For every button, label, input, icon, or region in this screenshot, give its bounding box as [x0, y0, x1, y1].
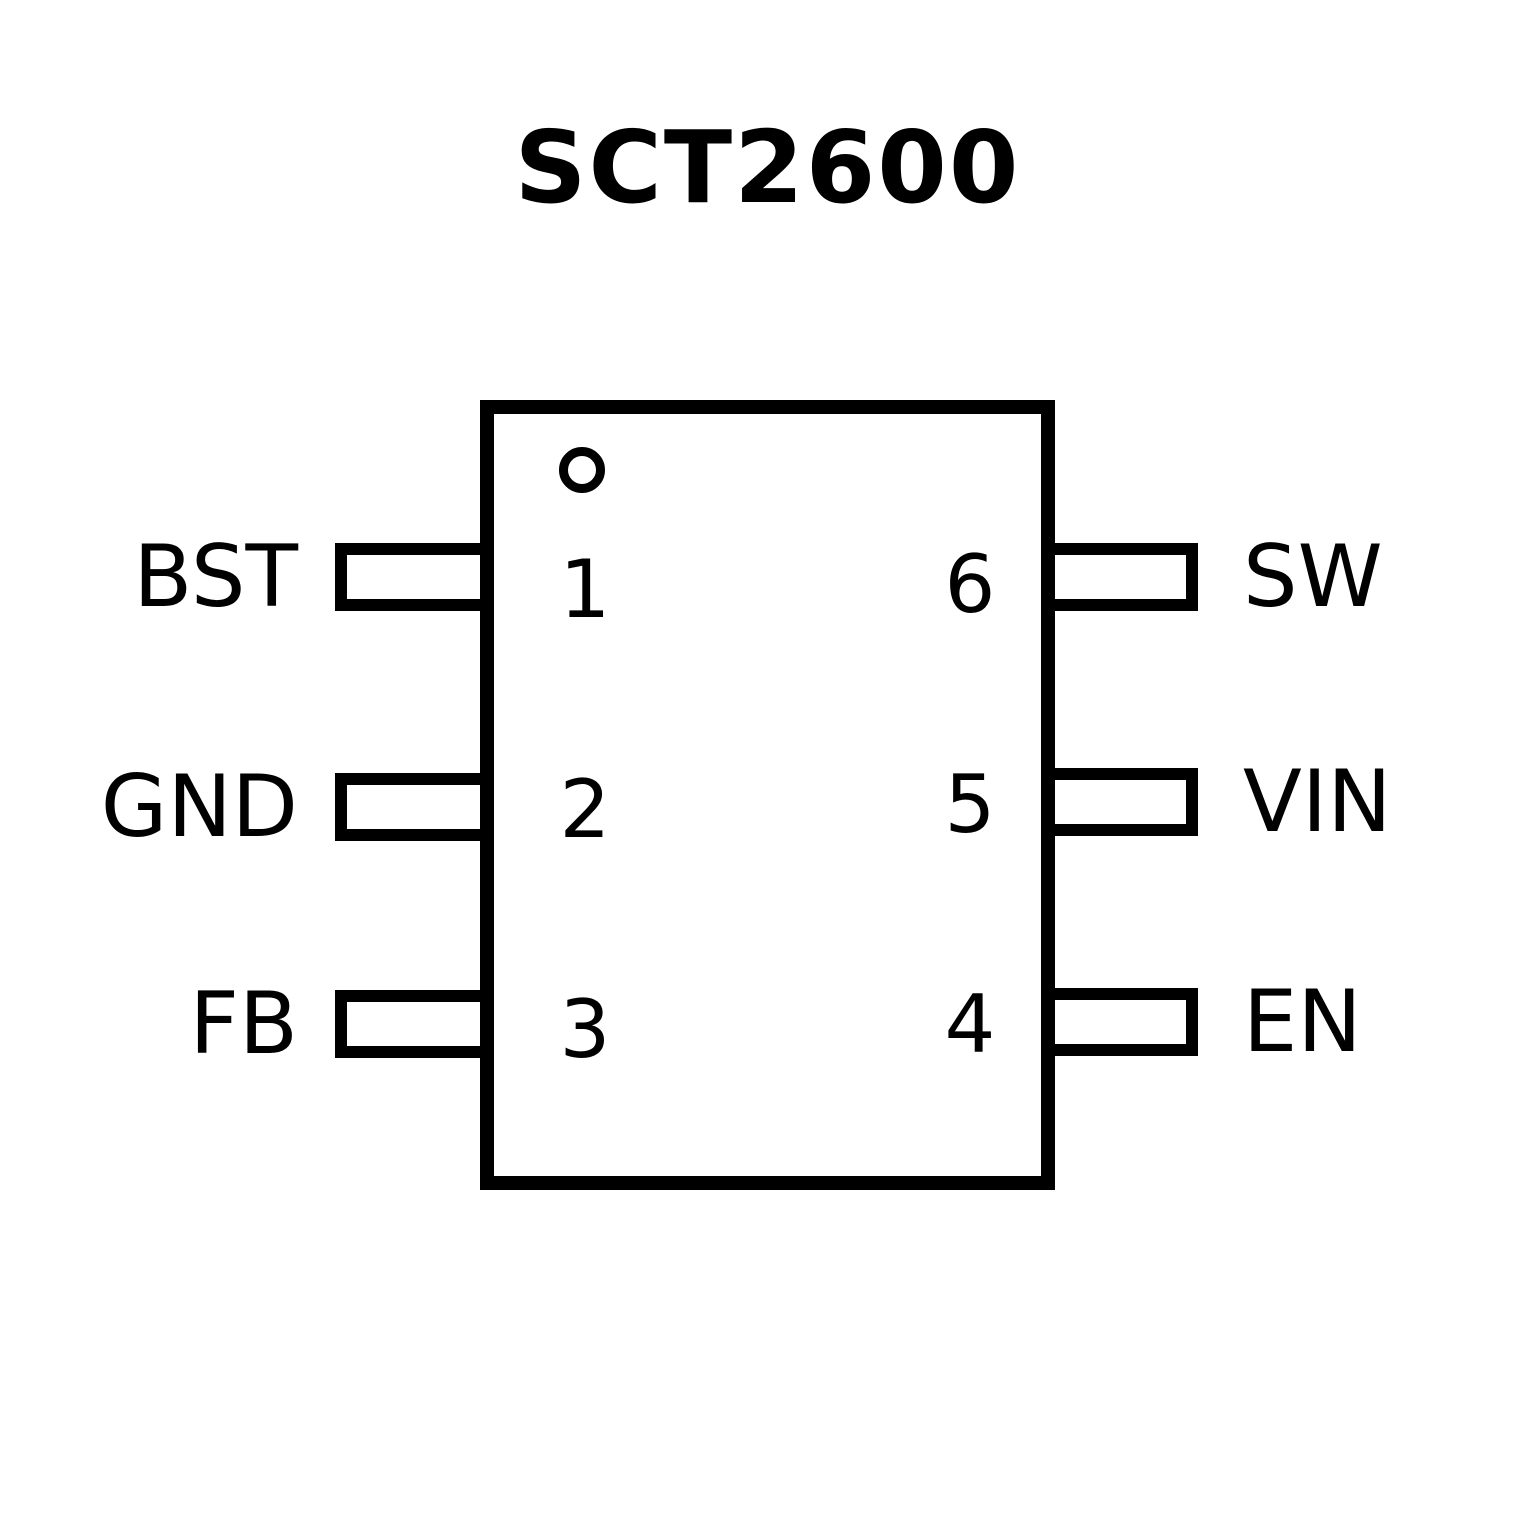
pin-number-6: 6 — [944, 538, 996, 631]
pin-label-en: EN — [1243, 972, 1362, 1072]
pin-label-bst: BST — [133, 527, 298, 627]
pin-number-3: 3 — [559, 983, 611, 1076]
pin-stub-2 — [335, 773, 485, 841]
chip-body — [480, 400, 1055, 1190]
pin-number-4: 4 — [944, 978, 996, 1071]
pin-label-vin: VIN — [1243, 752, 1392, 852]
pin-label-fb: FB — [189, 974, 298, 1074]
pin-stub-5 — [1050, 768, 1198, 836]
pin-stub-6 — [1050, 543, 1198, 611]
pin-stub-1 — [335, 543, 485, 611]
pin-number-2: 2 — [559, 763, 611, 856]
pin-stub-3 — [335, 990, 485, 1058]
pin-number-1: 1 — [559, 543, 611, 636]
pin-label-gnd: GND — [100, 757, 298, 857]
chip-title: SCT2600 — [514, 109, 1021, 226]
pin-stub-4 — [1050, 988, 1198, 1056]
pin1-indicator-circle — [559, 447, 605, 493]
pin-label-sw: SW — [1243, 527, 1383, 627]
pin-number-5: 5 — [944, 758, 996, 851]
